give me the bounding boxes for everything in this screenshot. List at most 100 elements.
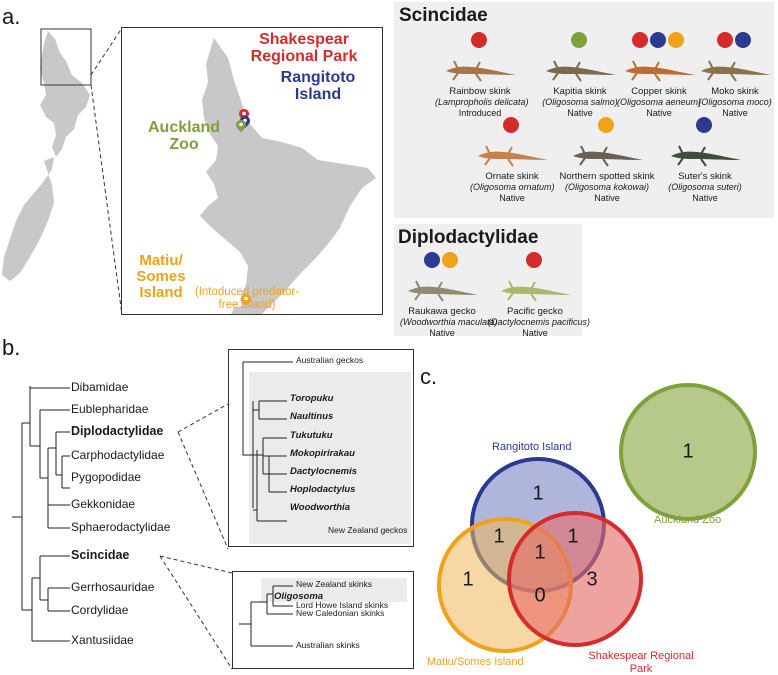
south-island-small [2,157,54,281]
lord-howe-skinks-label: Lord Howe Island skinks [296,600,389,610]
lizard-illustration [701,60,771,82]
venn-label-auckland-zoo: Auckland Zoo [654,514,722,526]
species-scientific-name: (Oligosoma moco) [698,97,772,108]
diplodactylidae-title: Diplodactylidae [398,227,539,248]
new-caledonian-skinks-label: New Caledonian skinks [296,608,385,618]
gecko-genus-dactylocnemis: Dactylocnemis [290,466,358,477]
site-dot-auckland-zoo [571,32,587,48]
family-tree-lines [12,386,233,670]
diplodactylidae-species-0: Raukawa gecko(Woodworthia maculata)Nativ… [400,306,498,338]
diplodactylidae-species-1: Pacific gecko(Dactylocnemis pacificus)Na… [488,306,590,338]
tree-family-gekkonidae: Gekkonidae [71,497,136,511]
tree-family-pygopodidae: Pygopodidae [71,470,142,484]
species-scientific-name: (Oligosoma kokowai) [564,182,650,193]
australian-skinks-label: Australian skinks [296,640,360,650]
tree-family-eublepharidae: Eublepharidae [71,402,149,416]
species-common-name: Pacific gecko [507,306,563,317]
lizard-illustration [408,280,478,302]
venn-shakespear-circle [507,511,643,647]
scincidae-species-6: Suter's skink(Oligosoma suteri)Native [665,171,745,203]
site-dot-shakespear [526,252,542,268]
panel-label-b: b. [2,335,21,360]
scincidae-species-4: Ornate skink(Oligosoma ornatum)Native [470,171,555,203]
gecko-genus-toropuku: Toropuku [290,393,334,404]
scincidae-species-5: Northern spotted skink(Oligosoma kokowai… [552,171,662,203]
site-marker-auckland-zoo [236,120,246,132]
species-status: Native [722,107,748,118]
species-status: Introduced [458,107,502,118]
site-dot-rangitoto [696,117,712,133]
site-dot-shakespear [471,32,487,48]
species-common-name: Rainbow skink [449,86,511,97]
scincidae-species-3: Moko skink(Oligosoma moco)Native [695,86,775,118]
venn-count-all-three: 1 [534,541,546,564]
species-scientific-name: (Oligosoma ornatum) [470,182,555,193]
venn-count-rangitoto-only: 1 [532,482,544,505]
site-dot-shakespear [503,117,519,133]
species-status: Native [522,327,548,338]
genus-oligosoma: Oligosoma [274,591,324,602]
species-common-name: Kapitia skink [553,86,607,97]
site-dot-rangitoto [424,252,440,268]
gecko-genus-naultinus: Naultinus [290,411,334,422]
species-scientific-name: (Oligosoma aeneum) [616,97,702,108]
map-label-shakespear: Shakespear Regional Park [250,31,358,65]
tree-family-carphodactylidae: Carphodactylidae [71,448,165,462]
map-label-matiu-note: (Intoduced predator-free island) [194,286,300,312]
species-status: Native [692,192,718,203]
skink-inset-lines [239,585,293,647]
site-dot-shakespear [717,32,733,48]
lizard-illustration [573,145,643,167]
lizard-illustration [478,145,548,167]
map-label-matiu: Matiu/ Somes Island [136,252,186,301]
gecko-genus-hoplodactylus: Hoplodactylus [290,484,356,495]
venn-label-matiu: Matiu/Somes Island [427,656,524,668]
venn-count-rangitoto-matiu: 1 [493,525,505,548]
lizard-illustration [501,280,571,302]
species-status: Native [594,192,620,203]
nz-skink-shade [261,578,407,602]
venn-count-shakespear-only: 3 [586,568,598,591]
venn-count-matiu-shakespear: 0 [534,584,546,607]
species-common-name: Raukawa gecko [408,306,476,317]
panel-label-a: a. [2,4,21,29]
venn-count-matiu-only: 1 [462,568,474,591]
tree-family-xantusiidae: Xantusiidae [71,633,134,647]
scincidae-species-0: Rainbow skink(Lampropholis delicata)Intr… [435,86,529,118]
lizard-illustration [625,60,695,82]
species-common-name: Copper skink [631,86,687,97]
site-dot-rangitoto [650,32,666,48]
tree-family-dibamidae: Dibamidae [71,380,129,394]
map-label-rangitoto: Rangitoto Island [280,69,356,103]
scincidae-species-2: Copper skink(Oligosoma aeneum)Native [616,86,702,118]
site-dot-rangitoto [735,32,751,48]
species-scientific-name: (Lampropholis delicata) [435,97,529,108]
gecko-outgroup-label: Australian geckos [296,355,364,365]
venn-count-rangitoto-shakespear: 1 [567,525,579,548]
species-status: Native [499,192,525,203]
lizard-illustration [546,60,616,82]
tree-family-sphaerodactylidae: Sphaerodactylidae [71,520,171,534]
panel-label-c: c. [420,364,438,389]
venn-count-auckland-zoo-only: 1 [682,440,694,463]
species-scientific-name: (Oligosoma salmo) [542,97,618,108]
zoom-map-frame [121,27,383,315]
scincidae-title: Scincidae [399,5,488,26]
species-common-name: Northern spotted skink [559,171,655,182]
venn-auckland-zoo-circle [619,383,757,521]
lizard-illustration [671,145,741,167]
species-scientific-name: (Oligosoma suteri) [668,182,742,193]
site-dot-matiu [442,252,458,268]
tree-family-gerrhosauridae: Gerrhosauridae [71,580,155,594]
map-zoom-box [40,28,92,86]
north-island-small [40,31,90,157]
species-scientific-name: (Woodworthia maculata) [400,317,498,328]
gecko-inset [228,349,414,547]
site-dot-matiu [598,117,614,133]
map-label-auckland-zoo: Auckland Zoo [148,119,221,153]
tree-family-scincidae: Scincidae [71,548,130,562]
gecko-genus-tukutuku: Tukutuku [290,430,333,441]
site-dot-matiu [668,32,684,48]
nz-overview-map [2,28,92,281]
